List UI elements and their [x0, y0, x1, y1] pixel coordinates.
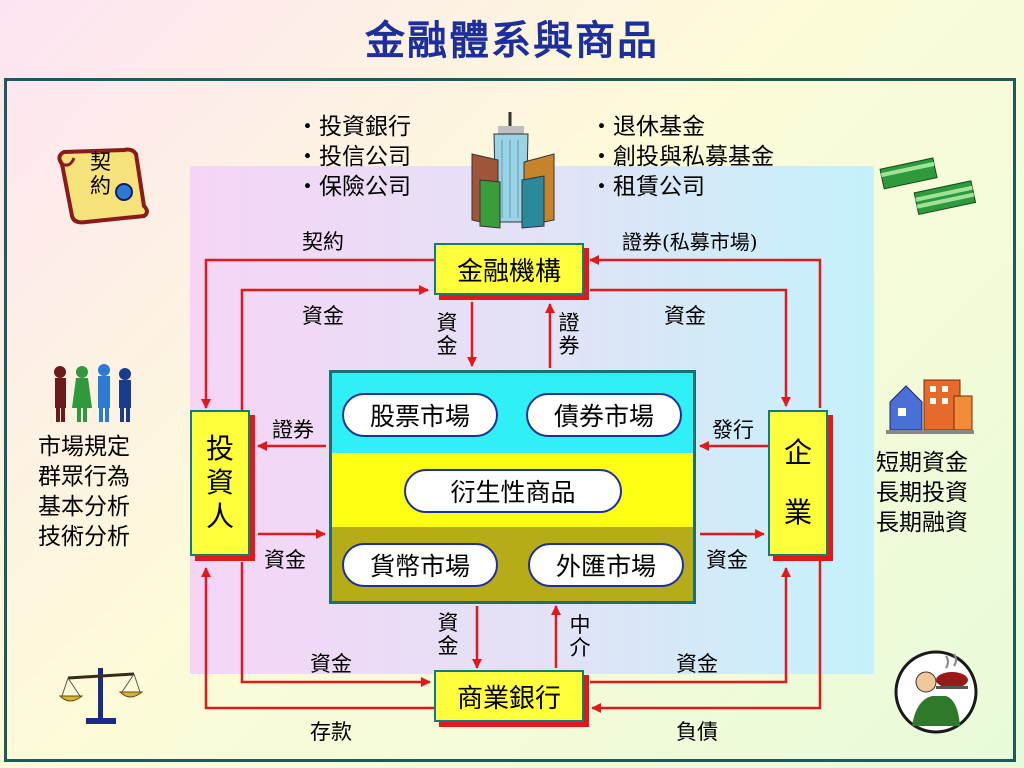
node-label: 企業 [783, 436, 812, 529]
arrow-liabilities [591, 560, 822, 713]
label-funds-vertical: 資金 [437, 611, 459, 658]
arrow-securities-private [589, 255, 822, 408]
arrow-funds-investor-to-bank [240, 562, 431, 687]
page-title: 金融體系與商品 [365, 17, 659, 64]
analysis-item: 市場規定 [38, 434, 130, 460]
arrow-contract [201, 258, 434, 409]
funding-item: 長期融資 [876, 510, 968, 536]
analysis-item: 技術分析 [38, 524, 130, 550]
market-label: 衍生性商品 [450, 478, 576, 507]
stock-market-pill: 股票市場 [342, 393, 498, 437]
label-funds-vertical: 資金 [436, 311, 458, 358]
institutions-list-right: ‧退休基金 ‧創投與私募基金 ‧租賃公司 [590, 112, 774, 202]
node-commercial-bank: 商業銀行 [434, 670, 584, 722]
institution-item: ‧退休基金 [590, 114, 705, 140]
institution-item: ‧保險公司 [296, 174, 411, 200]
institution-item: ‧租賃公司 [590, 174, 705, 200]
derivatives-pill: 衍生性商品 [404, 469, 622, 513]
label-funds: 資金 [676, 652, 718, 676]
bond-market-pill: 債券市場 [526, 393, 682, 437]
market-label: 貨幣市場 [369, 552, 470, 581]
label-funds: 資金 [302, 304, 344, 328]
funding-item: 短期資金 [876, 450, 968, 476]
label-liabilities: 負債 [676, 720, 718, 744]
market-label: 外匯市場 [555, 552, 656, 581]
institutions-list-left: ‧投資銀行 ‧投信公司 ‧保險公司 [296, 112, 411, 202]
institution-item: ‧投信公司 [296, 144, 411, 170]
node-label: 商業銀行 [456, 683, 561, 714]
label-funds: 資金 [706, 548, 748, 572]
label-funds: 資金 [310, 652, 352, 676]
currency-market-pill: 貨幣市場 [342, 543, 498, 587]
label-contract: 契約 [302, 230, 344, 254]
institution-item: ‧投資銀行 [296, 114, 411, 140]
analysis-item: 基本分析 [38, 494, 130, 520]
node-investor: 投資人 [190, 410, 250, 556]
skyscraper-icon [458, 110, 568, 230]
funding-item: 長期投資 [876, 480, 968, 506]
diagram-frame [4, 78, 1016, 762]
arrow-deposits [201, 567, 434, 710]
contract-icon-text: 契約 [90, 150, 111, 198]
scale-balance-icon [56, 662, 146, 728]
analysis-item: 群眾行為 [38, 464, 130, 490]
node-label: 投資人 [205, 432, 234, 533]
label-securities-private: 證券(私募市場) [622, 230, 758, 254]
financial-markets-panel: 股票市場 債券市場 衍生性商品 貨幣市場 外匯市場 [329, 370, 696, 604]
label-funds: 資金 [664, 304, 706, 328]
arrow-funds-bank-to-enterprise [590, 567, 791, 684]
waiter-icon [892, 650, 982, 734]
arrow-funds-investor-to-fi [240, 285, 429, 410]
money-stack-icon [876, 156, 980, 218]
market-label: 股票市場 [369, 402, 470, 431]
label-deposits: 存款 [310, 720, 352, 744]
node-enterprise: 企業 [768, 410, 828, 556]
people-icon [50, 364, 140, 424]
label-intermediary-vertical: 中介 [569, 613, 591, 660]
investor-analysis-list: 市場規定 群眾行為 基本分析 技術分析 [38, 432, 130, 552]
node-label: 金融機構 [456, 256, 561, 287]
buildings-icon [884, 372, 976, 436]
arrow-funds-fi-to-enterprise [590, 288, 791, 407]
label-securities-vertical: 證券 [558, 311, 580, 358]
label-funds: 資金 [264, 548, 306, 572]
label-securities: 證券 [272, 418, 314, 442]
institution-item: ‧創投與私募基金 [590, 144, 774, 170]
enterprise-funding-list: 短期資金 長期投資 長期融資 [876, 448, 968, 538]
contract-scroll-icon: 契約 [52, 146, 152, 226]
fx-market-pill: 外匯市場 [528, 543, 684, 587]
market-label: 債券市場 [553, 402, 654, 431]
label-issue: 發行 [712, 418, 754, 442]
node-financial-institution: 金融機構 [434, 243, 584, 295]
